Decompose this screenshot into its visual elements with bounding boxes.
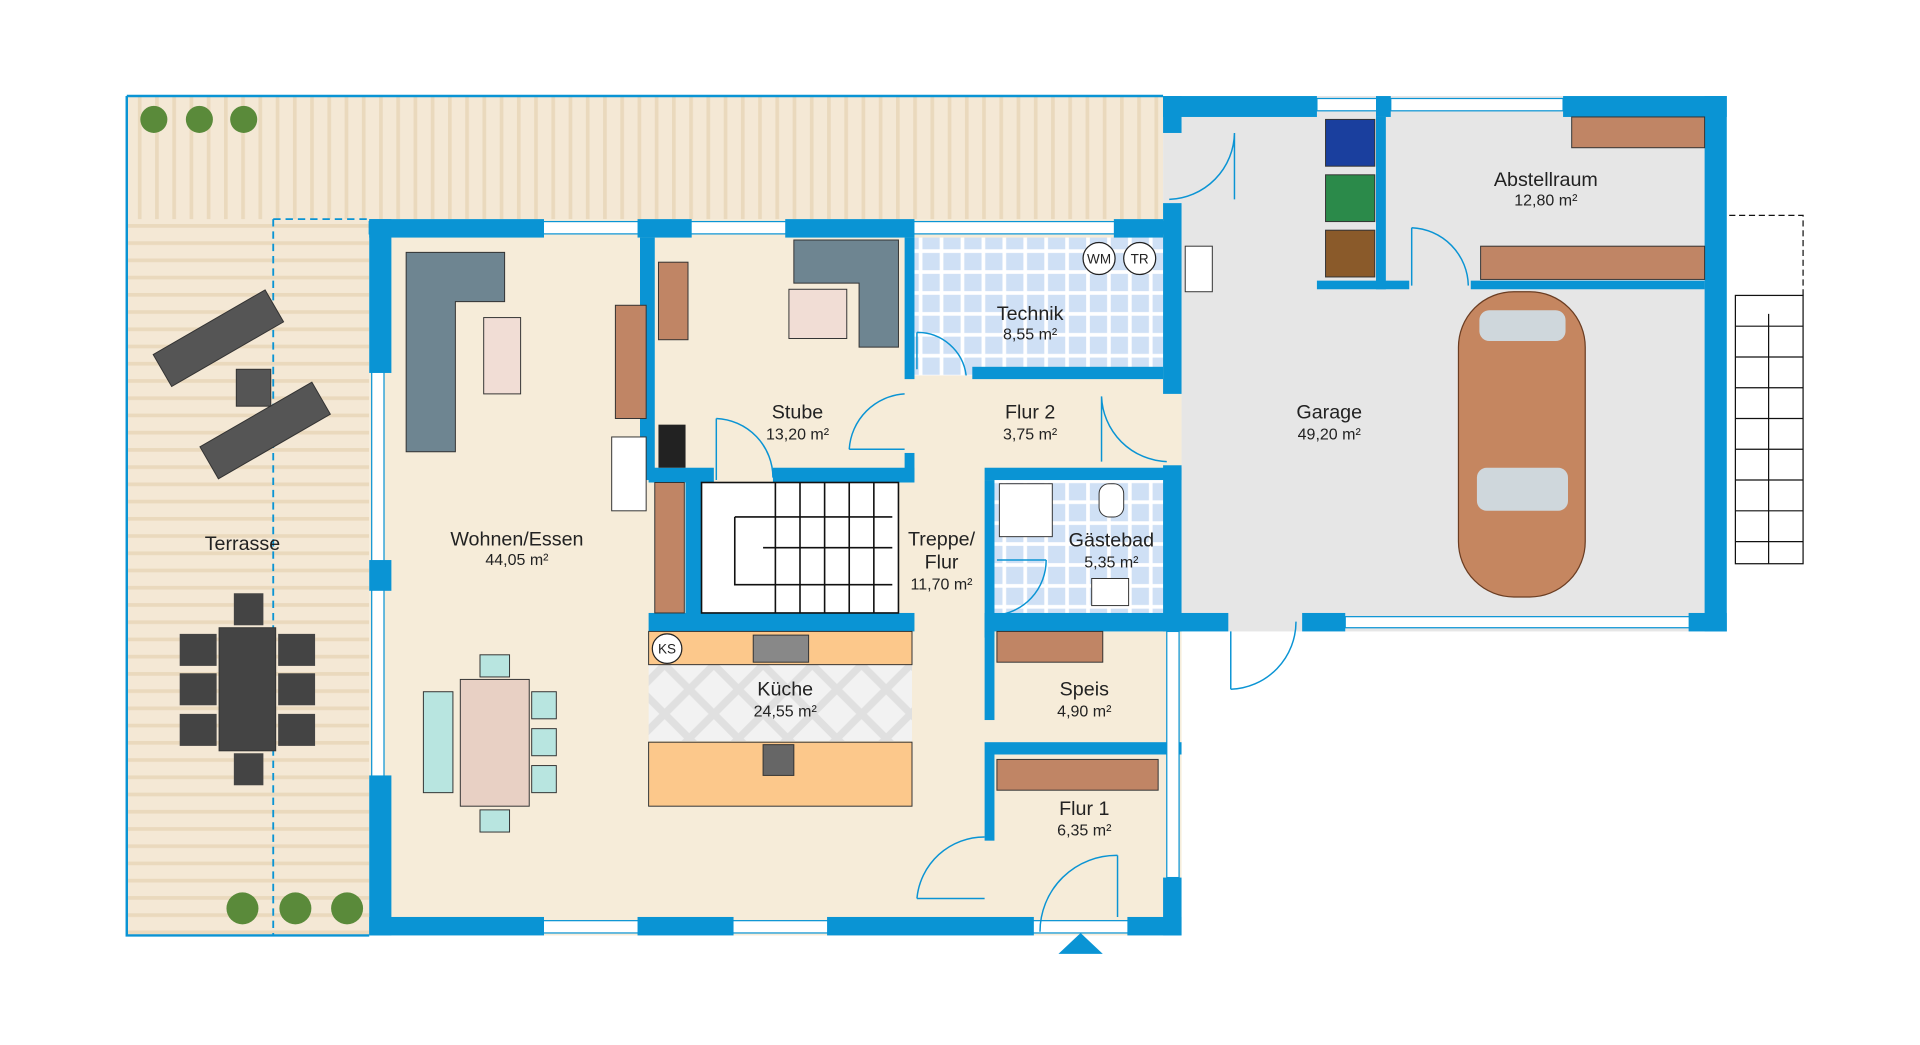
dining-table: [459, 678, 530, 807]
doors: [715, 132, 1470, 954]
side-table: [235, 368, 272, 407]
room-label-flur2: Flur 2: [1005, 401, 1055, 423]
coffee-table: [483, 317, 522, 395]
fridge-symbol: KS: [658, 642, 676, 657]
room-area-abstellraum: 12,80 m²: [1514, 193, 1578, 210]
kitchen-stone-floor: [648, 664, 912, 741]
room-area-treppe: 11,70 m²: [911, 577, 974, 594]
room-label-terrasse: Terrasse: [205, 533, 281, 555]
room-area-flur1: 6,35 m²: [1057, 823, 1112, 840]
sideboard: [614, 304, 647, 419]
room-label-technik: Technik: [997, 303, 1064, 325]
sun-lounger-1: [152, 289, 285, 388]
room-label-speis: Speis: [1060, 678, 1109, 700]
technik-tiles: [914, 237, 1164, 376]
sofa-stube: [793, 239, 899, 348]
room-area-stube: 13,20 m²: [766, 426, 830, 443]
furniture: KS WM TR: [405, 116, 1804, 833]
room-label-garage: Garage: [1296, 401, 1362, 423]
room-area-speis: 4,90 m²: [1057, 703, 1112, 720]
stove: [658, 424, 686, 468]
room-area-gaestebad: 5,35 m²: [1084, 554, 1139, 571]
room-label-gaestebad: Gästebad: [1069, 529, 1154, 551]
room-area-garage: 49,20 m²: [1298, 426, 1362, 443]
washer-symbol: WM: [1087, 251, 1111, 266]
room-label-treppe-flur: Flur: [925, 552, 959, 574]
room-area-technik: 8,55 m²: [1003, 327, 1058, 344]
room-area-flur2: 3,75 m²: [1003, 426, 1058, 443]
plant-icon: [140, 105, 426, 925]
room-label-abstellraum: Abstellraum: [1494, 169, 1598, 191]
terrace-dining-set: [179, 593, 316, 786]
walls: [368, 96, 1727, 936]
staircase: [700, 481, 900, 614]
exterior-stairs: [1729, 214, 1804, 565]
room-labels: Wohnen/Essen 44,05 m² Stube 13,20 m² Tec…: [450, 169, 1597, 840]
terrace: Terrasse: [125, 94, 1164, 937]
dryer-symbol: TR: [1131, 251, 1149, 266]
room-label-stube: Stube: [772, 401, 823, 423]
room-label-kueche: Küche: [757, 678, 813, 700]
sun-lounger-2: [199, 381, 332, 480]
cooktop: [762, 744, 795, 776]
room-label-wohnen: Wohnen/Essen: [450, 528, 583, 550]
sofa-wohnen: [405, 251, 506, 453]
room-area-kueche: 24,55 m²: [754, 703, 818, 720]
room-label-flur1: Flur 1: [1059, 798, 1109, 820]
car: [1457, 291, 1586, 598]
entrance-arrow-icon: [1058, 932, 1103, 954]
sink: [752, 634, 810, 663]
room-label-treppe: Treppe/: [908, 528, 976, 550]
garage-floor: [1163, 96, 1727, 632]
room-area-wohnen: 44,05 m²: [485, 552, 549, 569]
